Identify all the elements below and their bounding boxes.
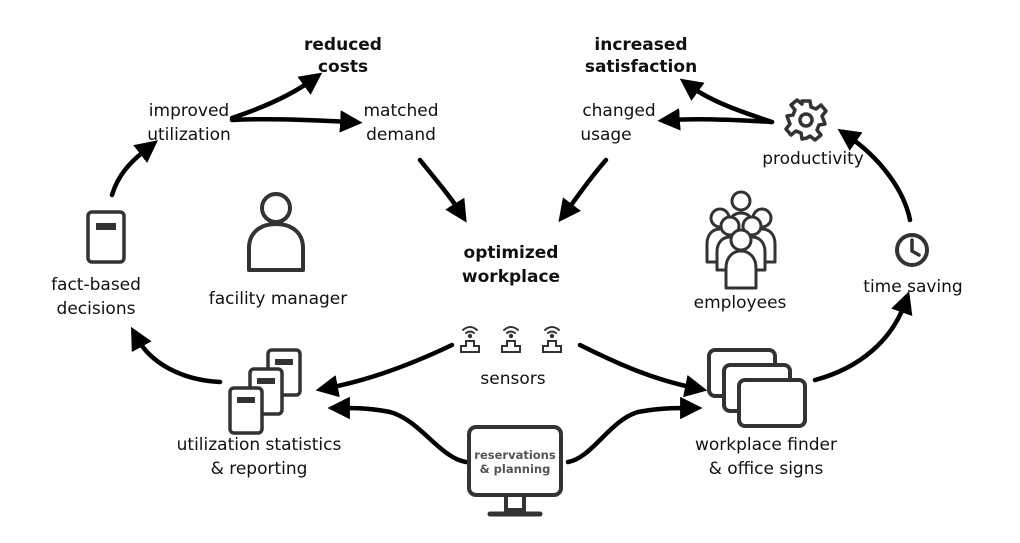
matched-demand-line2: demand	[366, 125, 436, 145]
reduced-costs-line1: reduced	[304, 35, 382, 55]
arrow-statistics-to-decisions	[130, 326, 223, 385]
utilization-statistics-line2: & reporting	[211, 459, 308, 479]
arrow-reservations-to-statistics	[327, 396, 469, 465]
improved-utilization-line1: improved	[149, 101, 229, 121]
workplace-finder-line2: & office signs	[709, 459, 824, 479]
optimized-workplace-line2: workplace	[462, 267, 560, 287]
fact-based-decisions-line2: decisions	[57, 299, 136, 319]
workplace-finder-line1: workplace finder	[695, 435, 837, 455]
arrow-demand-to-workplace	[417, 157, 467, 223]
arrow-finder-to-timesaving	[812, 291, 913, 383]
optimized-workplace-line1: optimized	[464, 243, 559, 263]
arrows	[109, 72, 913, 465]
sensors-label: sensors	[480, 369, 545, 389]
sensor-3	[542, 326, 562, 353]
wireless-sensor-icon	[460, 326, 562, 353]
utilization-statistics-line1: utilization statistics	[177, 435, 342, 455]
arrow-usage-to-workplace	[558, 157, 609, 223]
reservations-planning-line2: & planning	[480, 462, 551, 476]
reduced-costs-line2: costs	[318, 57, 368, 77]
matched-demand-line1: matched	[363, 101, 438, 121]
arrow-productivity-to-satisfaction	[679, 78, 775, 125]
document-icon	[86, 210, 126, 264]
labels: reduced costs increased satisfaction imp…	[51, 35, 963, 479]
improved-utilization-line2: utilization	[147, 125, 231, 145]
group-icon	[705, 190, 777, 290]
person-icon	[247, 192, 305, 272]
arrow-timesaving-to-productivity	[837, 128, 913, 223]
fact-based-decisions-line1: fact-based	[51, 275, 141, 295]
gear-icon	[784, 98, 828, 142]
facility-manager-label: facility manager	[209, 289, 347, 309]
arrow-productivity-to-usage	[657, 108, 775, 131]
arrow-utilization-to-costs	[229, 72, 323, 121]
employees-label: employees	[694, 293, 787, 313]
arrow-sensors-to-finder	[577, 342, 708, 398]
screens-stack-icon	[707, 348, 807, 428]
changed-usage-line2: usage	[580, 125, 631, 145]
time-saving-label: time saving	[863, 277, 962, 297]
increased-satisfaction-line2: satisfaction	[585, 57, 697, 77]
arrow-sensors-to-statistics	[315, 342, 455, 398]
document-stack-icon	[228, 348, 302, 435]
monitor-icon: reservations & planning	[467, 425, 563, 517]
productivity-label: productivity	[762, 149, 864, 169]
sensor-2	[501, 326, 521, 353]
clock-icon	[895, 233, 929, 267]
arrow-reservations-to-finder	[565, 396, 703, 465]
increased-satisfaction-line1: increased	[594, 35, 687, 55]
changed-usage-line1: changed	[582, 101, 655, 121]
arrow-decisions-to-utilization	[109, 140, 158, 198]
reservations-planning-line1: reservations	[474, 448, 556, 462]
arrow-utilization-to-demand	[229, 110, 363, 133]
sensor-1	[460, 326, 480, 353]
